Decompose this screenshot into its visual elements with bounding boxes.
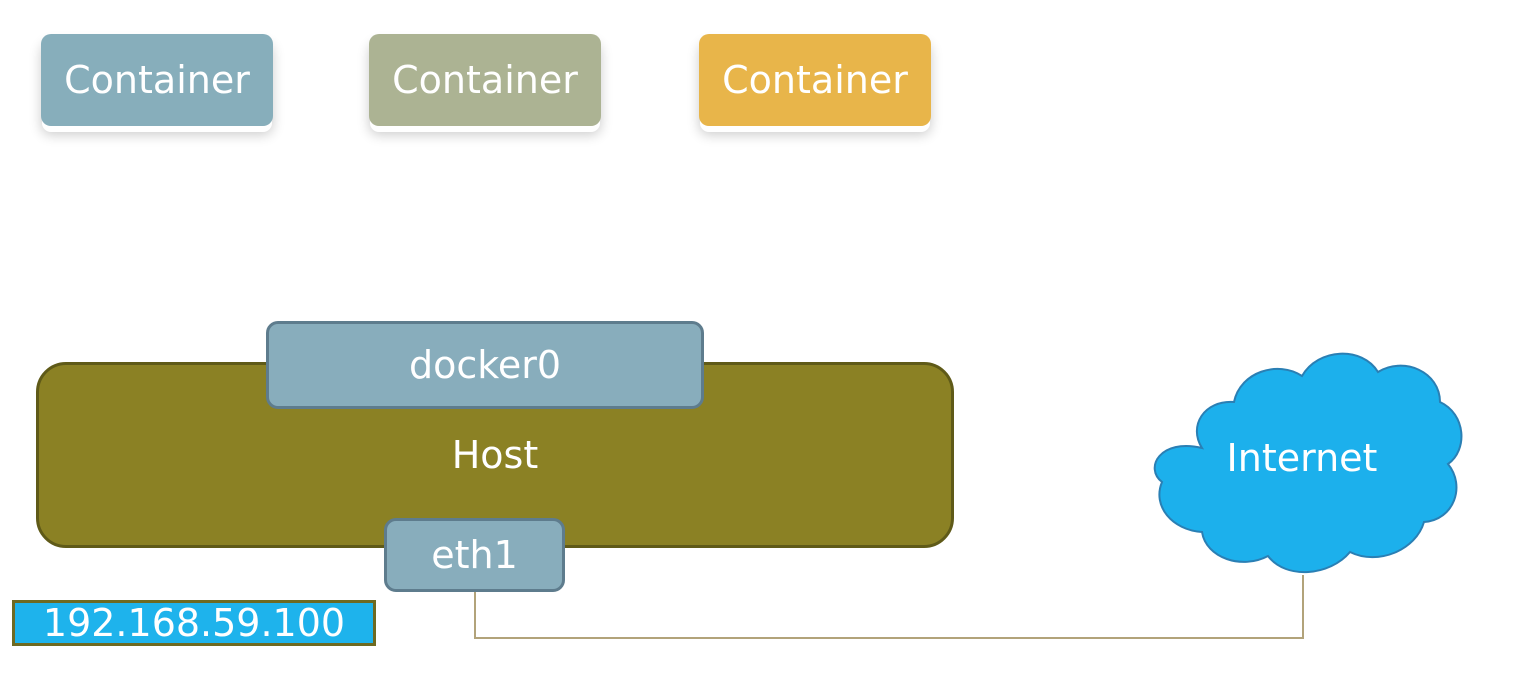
docker0-bridge[interactable]: docker0 (266, 321, 704, 409)
ip-address-label: 192.168.59.100 (12, 600, 376, 646)
ip-address-text: 192.168.59.100 (42, 601, 346, 645)
internet-label: Internet (1226, 436, 1378, 480)
container-label: Container (64, 58, 250, 102)
container-label: Container (392, 58, 578, 102)
docker0-label: docker0 (408, 343, 562, 387)
container-box-3[interactable]: Container (699, 34, 931, 126)
container-label: Container (722, 58, 908, 102)
host-label: Host (451, 433, 539, 477)
internet-node: Internet (1150, 430, 1454, 486)
cloud-icon[interactable] (1140, 330, 1464, 582)
eth1-interface[interactable]: eth1 (384, 518, 565, 592)
eth1-label: eth1 (431, 533, 518, 577)
container-box-1[interactable]: Container (41, 34, 273, 126)
container-box-2[interactable]: Container (369, 34, 601, 126)
